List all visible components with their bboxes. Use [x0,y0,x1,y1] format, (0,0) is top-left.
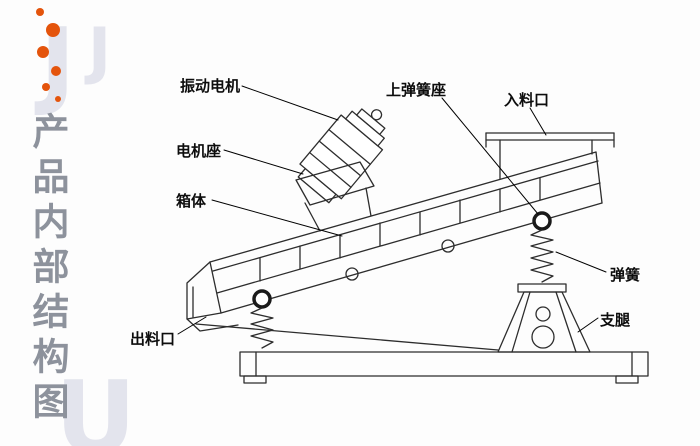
watermark-letter: J [84,14,111,87]
accent-dot [36,8,44,16]
left-spring-shape [250,289,274,349]
eyebolt-icon [370,109,383,121]
discharge-chute-shape [186,261,239,332]
label-vibration-motor: 振动电机 [180,78,241,95]
vibration-motor-shape [297,108,386,204]
label-discharge-outlet: 出料口 [130,331,176,348]
accent-dot [55,96,61,102]
right-spring-shape [530,211,554,283]
accent-dots [36,8,61,102]
leader-lines [177,85,607,335]
label-spring: 弹簧 [610,267,641,284]
label-box-body: 箱体 [176,193,207,210]
motor-base-shape [295,161,375,232]
left-spring-seat-icon [252,289,272,309]
label-motor-base: 电机座 [176,143,222,160]
page-title: 产品内部结构图 [27,112,68,427]
label-upper-spring-seat: 上弹簧座 [386,82,447,99]
watermark-letter: U [55,359,136,446]
upper-spring-seat-icon [532,211,552,231]
accent-dot [46,23,60,37]
accent-dot [42,83,50,91]
feed-inlet-shape [485,132,615,180]
accent-dot [51,66,61,76]
label-feed-inlet: 入料口 [504,92,550,109]
base-frame-shape [195,323,649,384]
box-body-shape [209,151,603,314]
support-leg-shape [497,283,591,353]
label-support-leg: 支腿 [600,312,631,329]
accent-dot [37,46,49,58]
